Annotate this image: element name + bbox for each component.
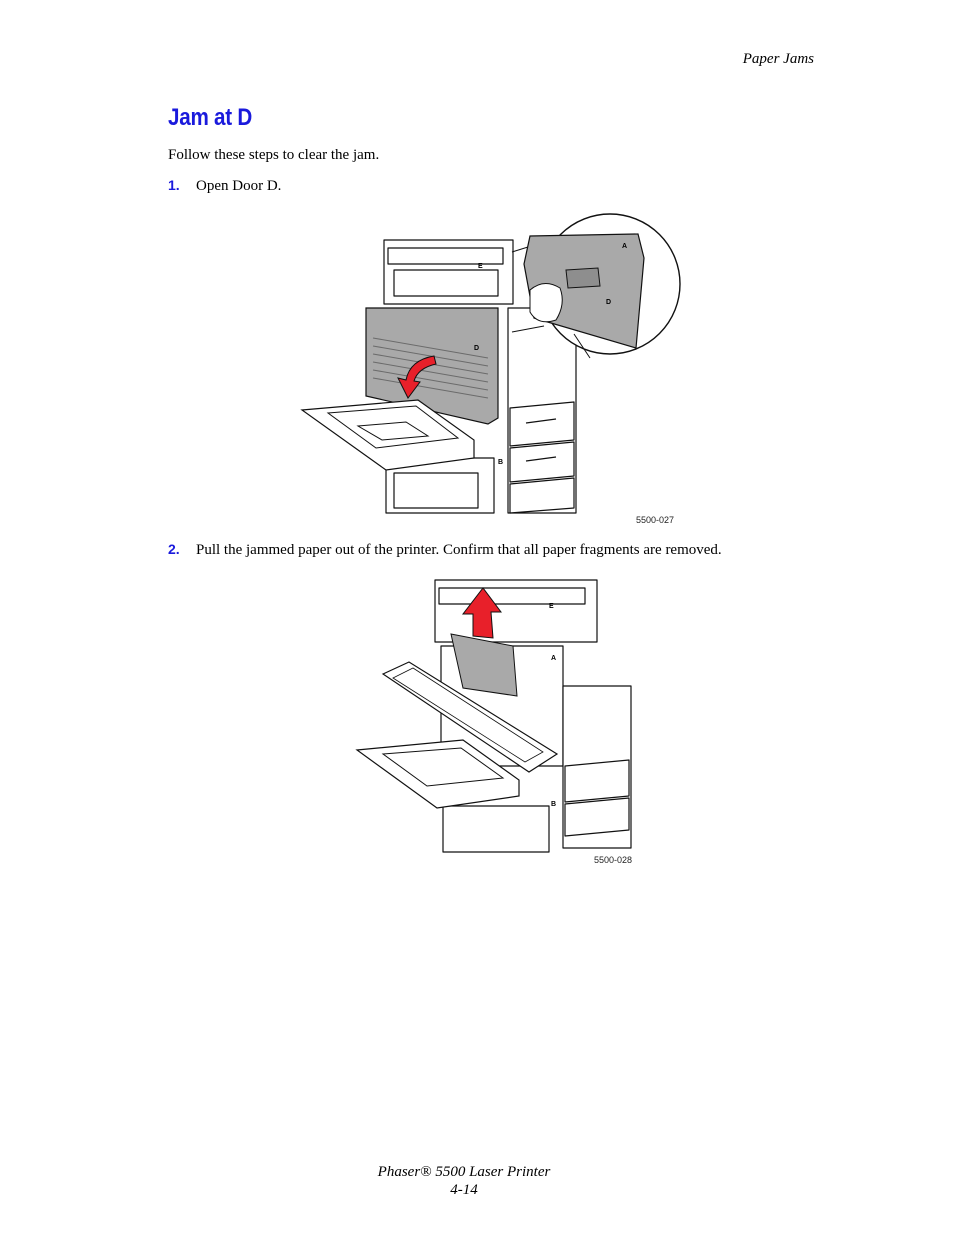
step-2: 2. Pull the jammed paper out of the print… xyxy=(168,541,722,559)
figure-open-door-d: E D B A D xyxy=(300,213,681,514)
tray-label-b: B xyxy=(551,801,556,808)
step-number: 2. xyxy=(168,541,180,557)
callout-label-a: A xyxy=(622,243,627,250)
intro-text: Follow these steps to clear the jam. xyxy=(168,147,380,163)
figure-pull-paper: E A B xyxy=(355,579,632,853)
door-label-a: A xyxy=(551,655,556,662)
step-text: Pull the jammed paper out of the printer… xyxy=(196,542,722,558)
page-title: Jam at D xyxy=(168,104,252,131)
step-text: Open Door D. xyxy=(196,178,282,194)
step-1: 1. Open Door D. xyxy=(168,177,281,195)
footer-product: Phaser® 5500 Laser Printer xyxy=(377,1164,551,1180)
door-label-e: E xyxy=(549,603,554,610)
figure-code: 5500-027 xyxy=(636,515,675,525)
footer-page-number: 4-14 xyxy=(450,1182,478,1198)
callout-label-d: D xyxy=(606,299,611,306)
tray-label-b: B xyxy=(498,459,503,466)
page-footer: Phaser® 5500 Laser Printer 4-14 xyxy=(0,1163,954,1199)
running-header: Paper Jams xyxy=(742,51,814,67)
door-label-e: E xyxy=(478,263,483,270)
door-label-d: D xyxy=(474,345,479,352)
figure-code: 5500-028 xyxy=(594,855,633,865)
step-number: 1. xyxy=(168,177,180,193)
